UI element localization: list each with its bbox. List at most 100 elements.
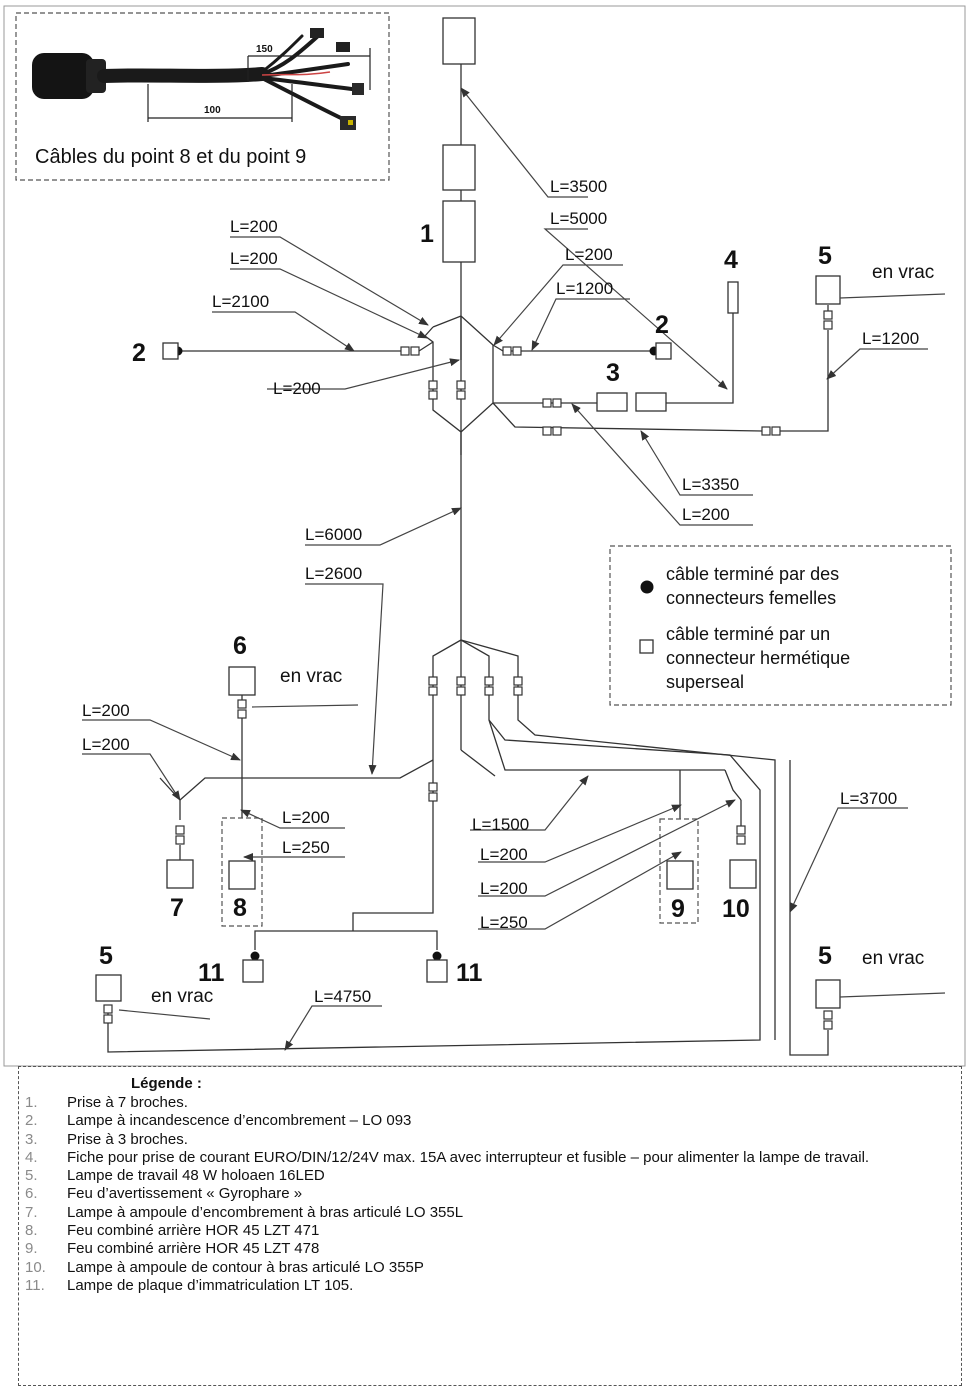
legend-item: 5.Lampe de travail 48 W holoaen 16LED <box>19 1167 961 1185</box>
component-number: 10 <box>722 895 750 923</box>
legend-item-text: Prise à 7 broches. <box>67 1094 188 1111</box>
tail-light-8 <box>228 860 256 890</box>
component-numbers: 1 2 2 3 4 5 6 7 8 9 10 11 11 5 5 <box>99 220 832 987</box>
legend-title: Légende : <box>131 1075 202 1092</box>
socket-3-b <box>635 392 667 412</box>
cable-photo <box>32 28 371 130</box>
length-label: L=6000 <box>305 525 362 544</box>
key-superseal-line1: câble terminé par un <box>666 624 830 644</box>
length-label: L=200 <box>273 379 321 398</box>
legend-item-number: 4. <box>25 1148 38 1166</box>
work-lamp-5-left <box>95 974 122 1002</box>
lamp-7 <box>166 859 194 889</box>
dim-150: 150 <box>256 44 273 55</box>
length-label: L=200 <box>82 701 130 720</box>
photo-caption: Câbles du point 8 et du point 9 <box>35 146 306 168</box>
legend-item-number: 2. <box>25 1112 38 1130</box>
socket-1-box-c <box>442 200 476 263</box>
legend-item-number: 11. <box>25 1276 45 1294</box>
length-label: L=250 <box>480 913 528 932</box>
length-label: L=1200 <box>556 279 613 298</box>
legend-item-text: Feu d’avertissement « Gyrophare » <box>67 1185 303 1203</box>
length-label: L=200 <box>480 845 528 864</box>
length-label: L=3500 <box>550 177 607 196</box>
legend-item-text: Lampe à ampoule de contour à bras articu… <box>67 1258 424 1276</box>
legend-item-text: Lampe de travail 48 W holoaen 16LED <box>67 1167 325 1185</box>
length-label: L=200 <box>480 879 528 898</box>
legend-item-number: 1. <box>25 1094 38 1111</box>
component-number: 9 <box>671 895 685 923</box>
legend-item: 11. Lampe de plaque d’immatriculation LT … <box>19 1277 961 1295</box>
component-number: 5 <box>818 242 832 270</box>
superseal-symbol <box>639 639 654 654</box>
length-label: L=200 <box>230 217 278 236</box>
plug-4 <box>727 281 739 314</box>
key-superseal-line3: superseal <box>666 672 744 692</box>
component-number: 4 <box>724 246 738 274</box>
legend-item-text: Fiche pour prise de courant EURO/DIN/12/… <box>67 1148 870 1166</box>
legend-item: 1. Prise à 7 broches. <box>19 1094 961 1112</box>
legend: Légende : 1. Prise à 7 broches. 2. Lampe à … <box>18 1066 962 1386</box>
legend-item: 2. Lampe à incandescence d’encombrement –… <box>19 1112 961 1130</box>
component-number: 8 <box>233 894 247 922</box>
legend-item-text: Feu combiné arrière HOR 45 LZT 478 <box>67 1240 320 1258</box>
key-superseal-line2: connecteur hermétique <box>666 648 850 668</box>
work-lamp-5-top <box>815 275 841 305</box>
legend-item-number: 9. <box>25 1240 38 1258</box>
legend-item-text: Lampe de plaque d’immatriculation LT 105… <box>67 1276 354 1294</box>
component-number: 3 <box>606 359 620 387</box>
en-vrac-label: en vrac <box>862 948 924 969</box>
plate-lamp-11-left <box>242 959 264 983</box>
legend-item-text: Feu combiné arrière HOR 45 LZT 471 <box>67 1222 320 1240</box>
length-label: L=5000 <box>550 209 607 228</box>
key-female-line2: connecteurs femelles <box>666 588 836 608</box>
loose-labels: en vrac en vrac en vrac en vrac <box>151 262 934 1007</box>
socket-1-box-a <box>442 17 476 65</box>
lamp-2-left <box>162 342 179 360</box>
length-label: L=1500 <box>472 815 529 834</box>
component-number: 7 <box>170 894 184 922</box>
component-number: 5 <box>818 942 832 970</box>
plate-lamp-11-right <box>426 959 448 983</box>
component-number: 11 <box>456 959 483 987</box>
legend-item: 8. Feu combiné arrière HOR 45 LZT 471 <box>19 1222 961 1240</box>
en-vrac-label: en vrac <box>280 666 342 687</box>
legend-item: 6. Feu d’avertissement « Gyrophare » <box>19 1185 961 1203</box>
legend-item-text: Prise à 3 broches. <box>67 1130 188 1148</box>
legend-item: 3. Prise à 3 broches. <box>19 1131 961 1149</box>
component-number: 6 <box>233 632 247 660</box>
dim-100: 100 <box>204 105 221 116</box>
legend-item: 9. Feu combiné arrière HOR 45 LZT 478 <box>19 1240 961 1258</box>
beacon-6 <box>228 666 256 696</box>
legend-item-number: 8. <box>25 1222 38 1240</box>
lamp-2-right <box>655 342 672 360</box>
legend-item-number: 10. <box>25 1258 46 1276</box>
legend-item-text: Lampe à incandescence d’encombrement – L… <box>67 1112 412 1130</box>
component-number: 5 <box>99 942 113 970</box>
length-label: L=3700 <box>840 789 897 808</box>
length-labels: L=3500 L=5000 L=200 L=200 L=2100 L=200 L… <box>82 177 919 1006</box>
length-label: L=200 <box>230 249 278 268</box>
length-label: L=250 <box>282 838 330 857</box>
cable-photo-inset: 150 100 Câbles du point 8 et du point 9 <box>15 12 390 181</box>
component-number: 11 <box>198 959 225 987</box>
length-label: L=200 <box>82 735 130 754</box>
length-label: L=2600 <box>305 564 362 583</box>
en-vrac-label: en vrac <box>872 262 934 283</box>
socket-3-a <box>596 392 628 412</box>
tail-light-9 <box>666 860 694 890</box>
legend-item: 10. Lampe à ampoule de contour à bras art… <box>19 1259 961 1277</box>
contour-lamp-10 <box>729 859 757 889</box>
en-vrac-label: en vrac <box>151 986 213 1007</box>
work-lamp-5-right <box>815 979 841 1009</box>
legend-item-number: 3. <box>25 1130 38 1148</box>
length-label: L=3350 <box>682 475 739 494</box>
bottom-harness <box>82 639 946 1056</box>
socket-1-box-b <box>442 144 476 191</box>
legend-item-text: Lampe à ampoule d’encombrement à bras ar… <box>67 1203 464 1221</box>
length-label: L=200 <box>282 808 330 827</box>
legend-item: 4. Fiche pour prise de courant EURO/DIN/1… <box>19 1149 961 1167</box>
legend-item-number: 6. <box>25 1185 38 1203</box>
length-label: L=4750 <box>314 987 371 1006</box>
